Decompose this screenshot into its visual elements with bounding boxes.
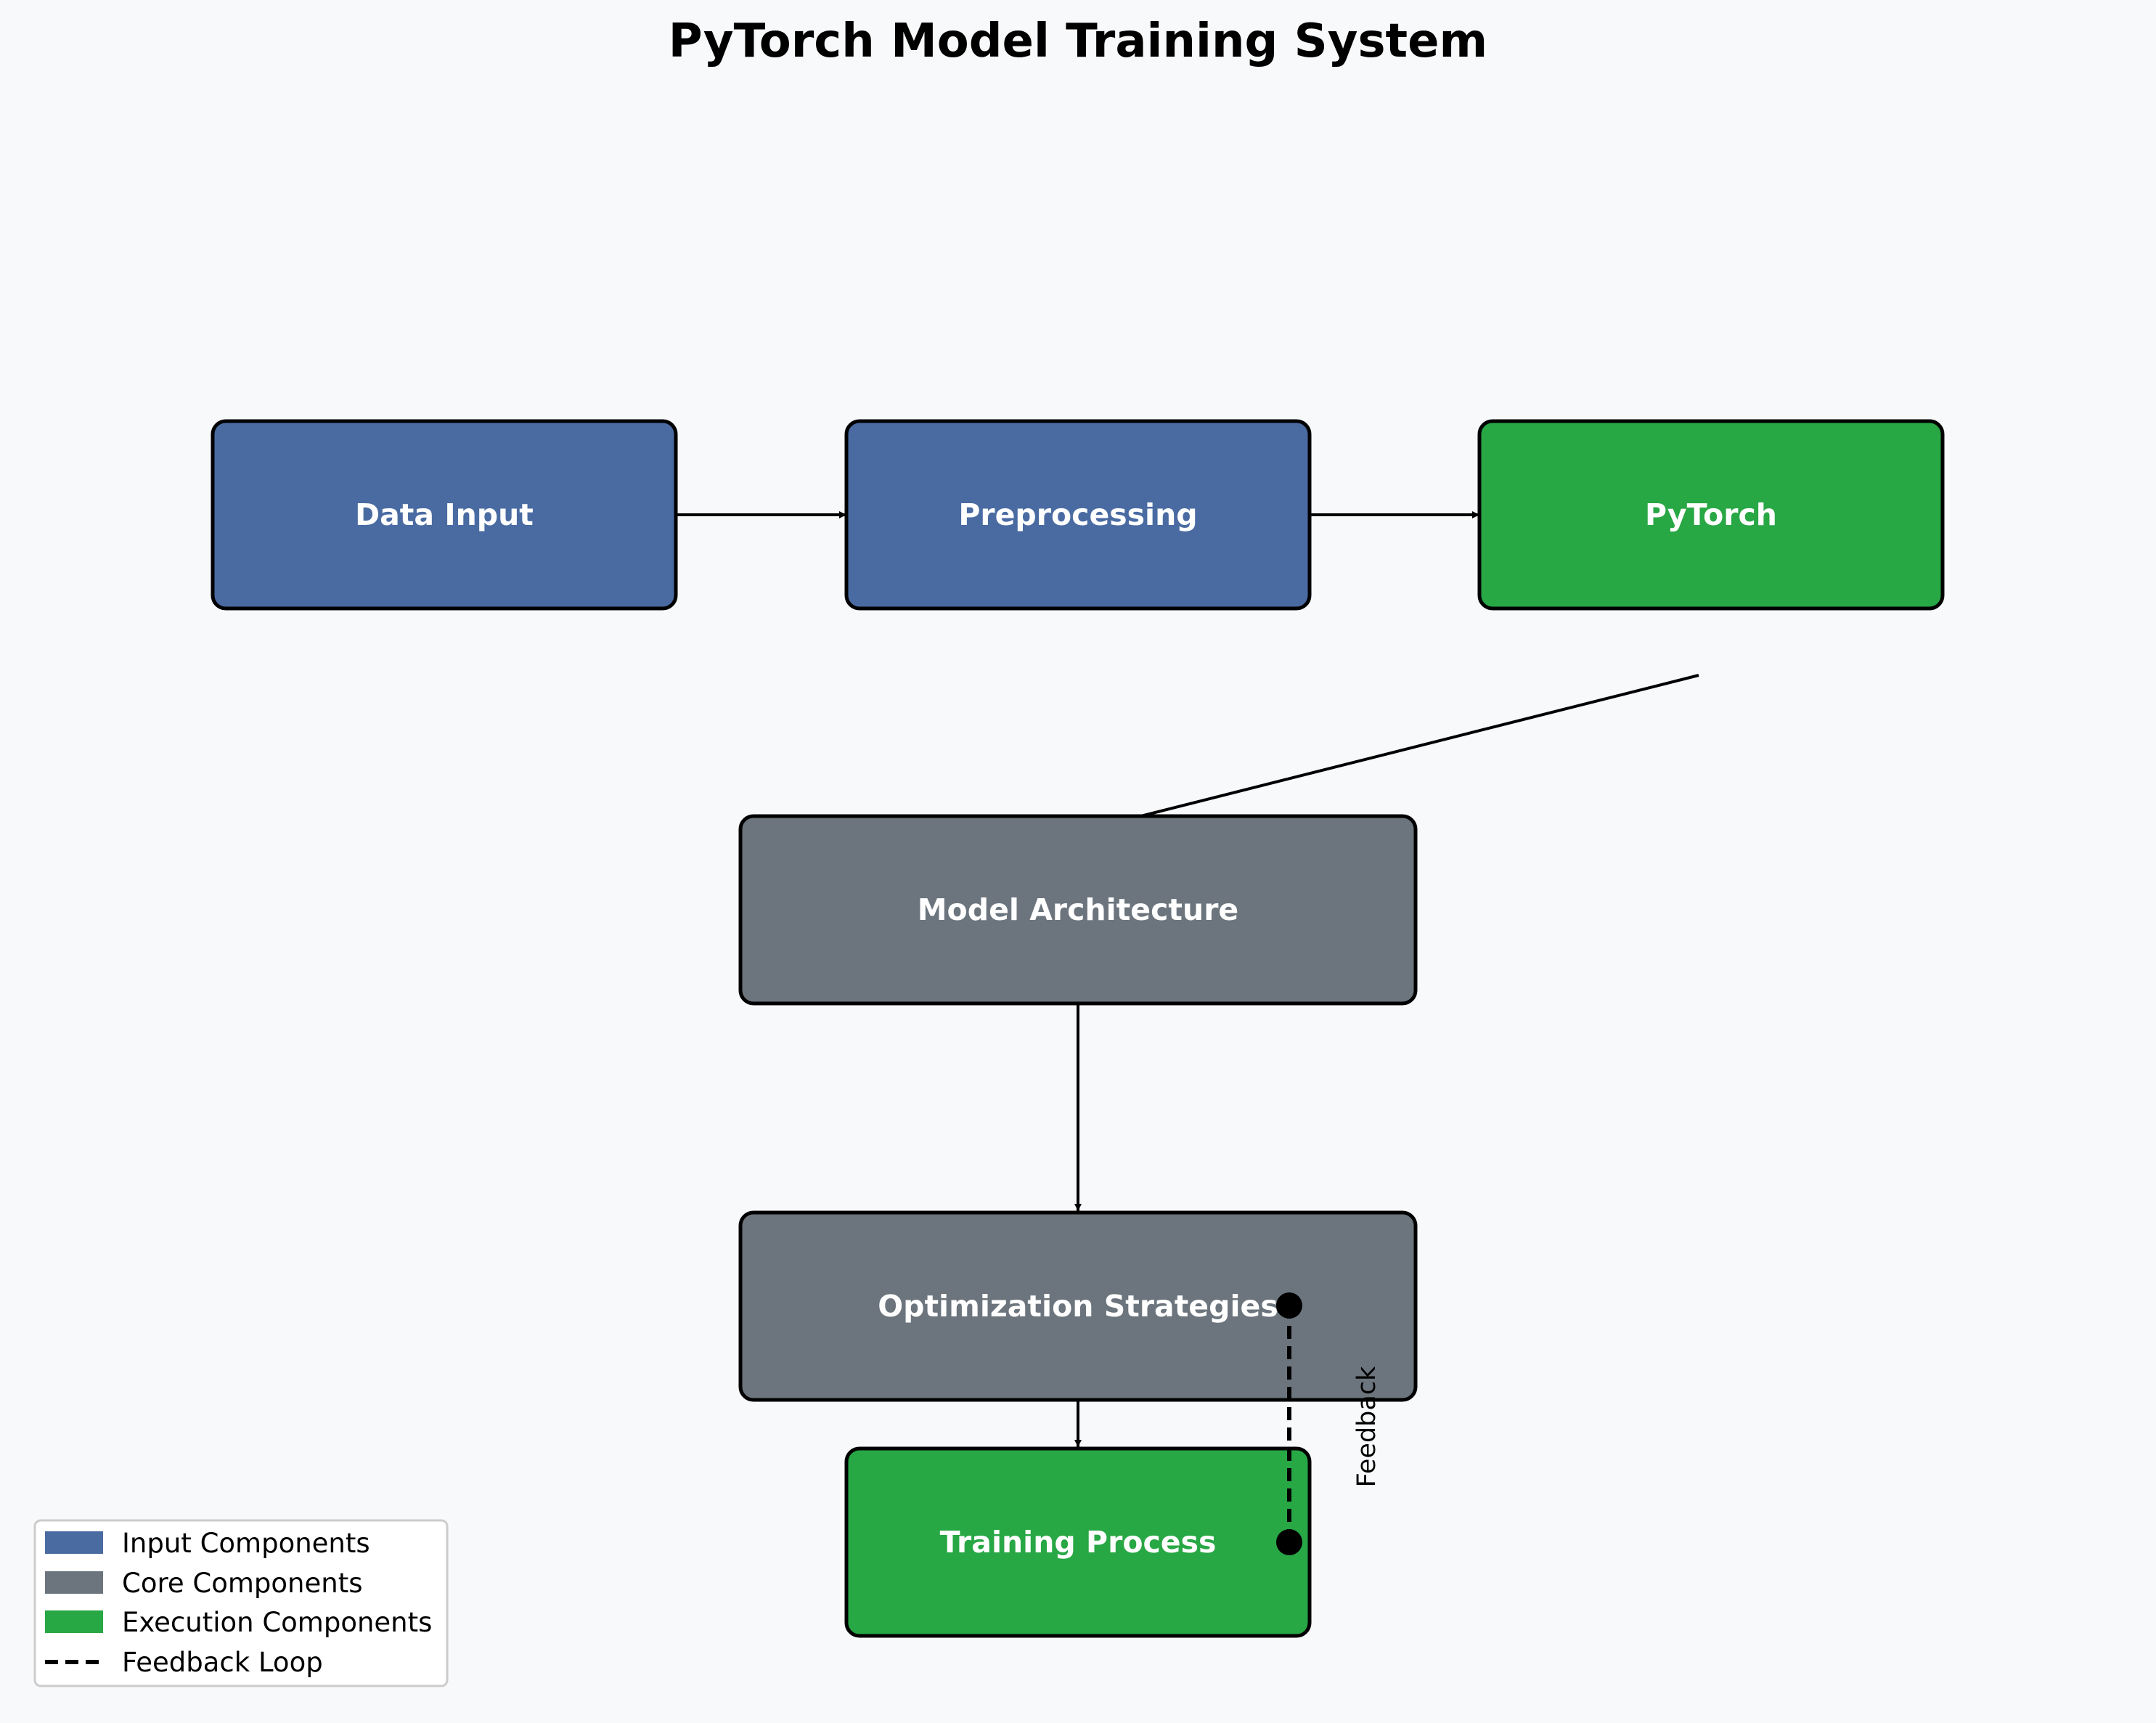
legend-label-feedback: Feedback Loop [122,1647,323,1678]
node-label-model-architecture: Model Architecture [918,892,1238,927]
legend-label-input: Input Components [122,1528,370,1559]
node-model-architecture: Model Architecture [738,814,1418,1006]
node-label-data-input: Data Input [355,497,534,532]
node-pytorch: PyTorch [1477,419,1945,611]
legend-swatch-execution [45,1610,103,1633]
edges-layer [669,511,1699,1447]
diagram-title: PyTorch Model Training System [669,15,1487,68]
feedback-dot-top [1276,1292,1302,1319]
legend-label-execution: Execution Components [122,1607,432,1638]
node-training-process: Training Process [844,1446,1312,1638]
node-box-training-process [844,1446,1312,1638]
feedback-label: Feedback [1352,1366,1381,1487]
node-box-optimization-strategies [738,1210,1418,1402]
legend-swatch-core [45,1571,103,1594]
node-label-pytorch: PyTorch [1645,497,1777,532]
legend-swatch-input [45,1531,103,1554]
feedback-dot-bottom [1276,1529,1302,1555]
legend: Input Components Core Components Executi… [33,1519,449,1687]
legend-frame [33,1519,449,1687]
node-label-optimization-strategies: Optimization Strategies [878,1289,1278,1324]
node-label-training-process: Training Process [940,1525,1217,1560]
edge-feedback: Feedback [1276,1292,1381,1555]
node-preprocessing: Preprocessing [844,419,1312,611]
node-data-input: Data Input [211,419,678,611]
node-box-data-input [211,419,678,611]
node-optimization-strategies: Optimization Strategies [738,1210,1418,1402]
legend-label-core: Core Components [122,1568,362,1599]
node-box-model-architecture [738,814,1418,1006]
node-label-preprocessing: Preprocessing [958,497,1197,532]
node-box-preprocessing [844,419,1312,611]
edge-pytorch-to-model-architecture [1094,674,1699,830]
node-box-pytorch [1477,419,1945,611]
